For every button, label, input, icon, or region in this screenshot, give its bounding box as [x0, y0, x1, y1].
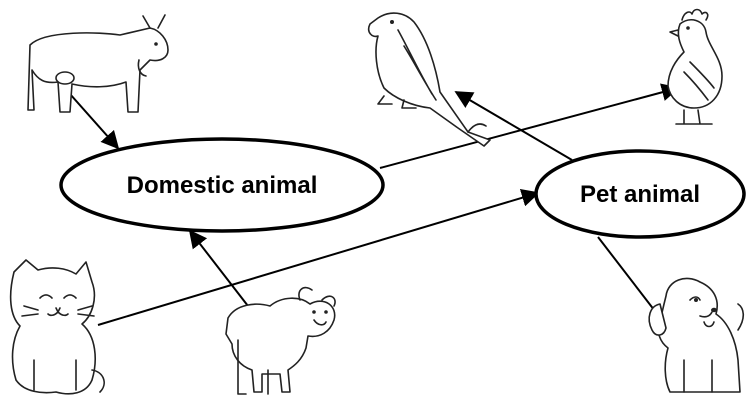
domestic-animal-node: Domestic animal: [59, 137, 385, 233]
pet-animal-node: Pet animal: [534, 149, 746, 239]
cat-icon: [9, 259, 105, 395]
arrow-lamb-to-domestic: [188, 229, 249, 307]
domestic-animal-label: Domestic animal: [127, 172, 318, 199]
parrot-icon: [367, 12, 491, 147]
dog-icon: [648, 277, 745, 393]
cow-icon: [27, 14, 169, 113]
lamb-icon: [225, 286, 336, 395]
pet-animal-label: Pet animal: [580, 181, 700, 208]
hen-icon: [667, 8, 723, 125]
arrow-pet-to-parrot: [454, 91, 573, 161]
arrow-cat-to-pet: [97, 189, 540, 326]
arrow-domestic-to-hen: [379, 83, 680, 169]
